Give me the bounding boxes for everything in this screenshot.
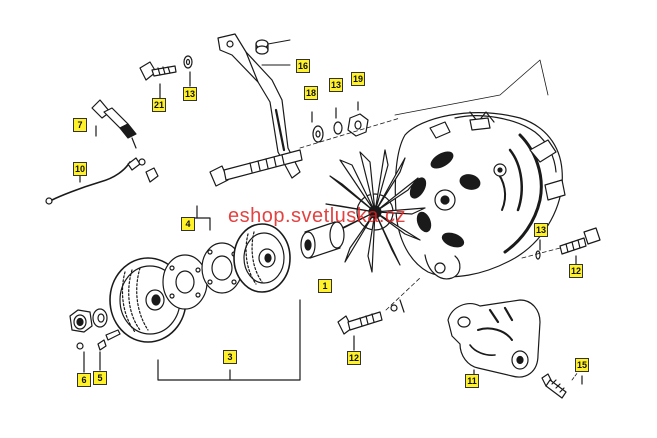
washer-icon: [536, 251, 540, 259]
part-label-13: 13: [183, 87, 197, 101]
part-label-13: 13: [329, 78, 343, 92]
screw-icon: [542, 374, 566, 398]
part-label-12: 12: [347, 351, 361, 365]
mounting-bracket-icon: [448, 300, 540, 377]
part-label-21: 21: [152, 98, 166, 112]
nut-small-icon: [139, 159, 158, 182]
nut-icon: [348, 114, 368, 136]
washer-icon: [93, 309, 107, 327]
part-label-10: 10: [73, 162, 87, 176]
part-label-11: 11: [465, 374, 479, 388]
adjusting-bracket-icon: [218, 34, 300, 178]
lock-washer-icon: [334, 122, 342, 134]
part-label-16: 16: [296, 59, 310, 73]
bushing-icon: [256, 40, 268, 54]
key-icon: [106, 330, 120, 340]
spacer-ring-icon: [202, 243, 242, 293]
part-label-13: 13: [534, 223, 548, 237]
part-label-6: 6: [77, 373, 91, 387]
spacer-plate-icon: [163, 255, 207, 309]
pulley-inner-icon: [234, 224, 290, 292]
ground-cable-icon: [46, 158, 140, 204]
watermark: eshop.svetluska.cz: [228, 205, 406, 227]
key-small-icon: [77, 340, 106, 350]
part-label-7: 7: [73, 118, 87, 132]
part-label-1: 1: [318, 279, 332, 293]
part-label-18: 18: [304, 86, 318, 100]
bolt-icon: [560, 228, 600, 254]
long-bolt-icon: [210, 150, 302, 186]
bolt-icon: [338, 312, 382, 334]
nut-icon: [70, 310, 92, 332]
part-label-5: 5: [93, 371, 107, 385]
hub-icon: [301, 222, 344, 258]
washer-icon: [313, 126, 323, 142]
part-label-15: 15: [575, 358, 589, 372]
fan-icon: [326, 150, 425, 272]
part-label-4: 4: [181, 217, 195, 231]
alternator-icon: [395, 112, 565, 279]
washer-icon: [391, 300, 404, 312]
part-label-3: 3: [223, 350, 237, 364]
part-label-19: 19: [351, 72, 365, 86]
part-label-12: 12: [569, 264, 583, 278]
bolt-icon: [140, 62, 176, 80]
connector-icon: [92, 100, 136, 148]
washer-icon: [184, 56, 192, 68]
